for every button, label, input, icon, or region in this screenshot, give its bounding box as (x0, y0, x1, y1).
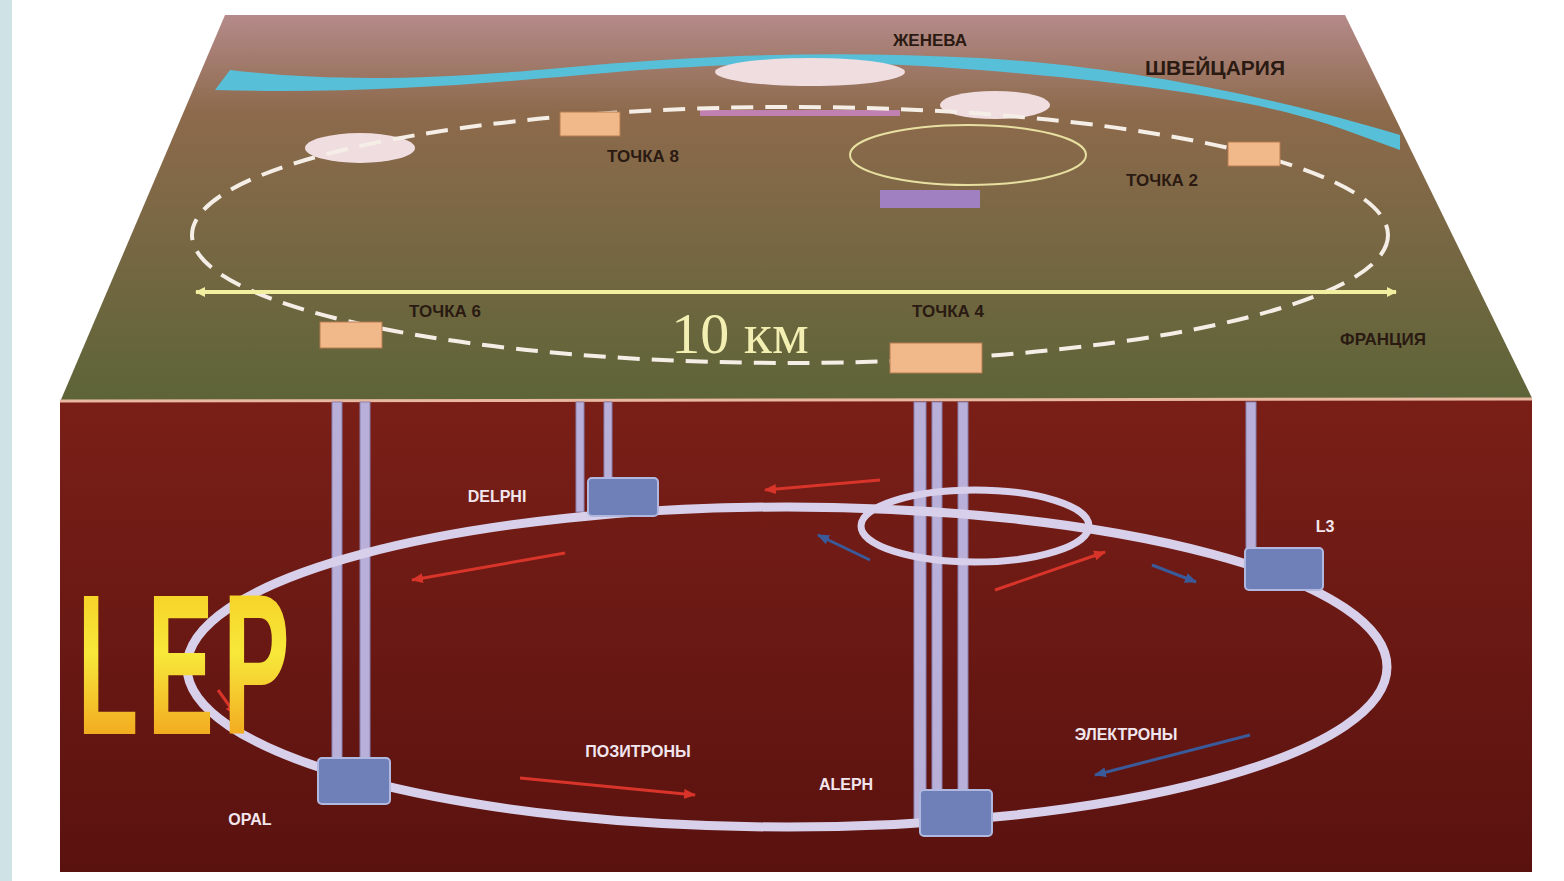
dimension-label: 10 км (671, 300, 808, 367)
particle-label: ЭЛЕКТРОНЫ (1075, 726, 1178, 744)
detector-label: DELPHI (468, 488, 527, 506)
country-name: ФРАНЦИЯ (1340, 330, 1426, 350)
point-label: ТОЧКА 2 (1126, 171, 1198, 191)
country-name: ШВЕЙЦАРИЯ (1145, 56, 1285, 80)
title-logo: LEP (77, 550, 298, 780)
place-name: ЖЕНЕВА (893, 31, 967, 51)
particle-label: ПОЗИТРОНЫ (585, 743, 690, 761)
detector-label: L3 (1316, 518, 1335, 536)
detector-label: OPAL (228, 811, 271, 829)
point-label: ТОЧКА 6 (409, 302, 481, 322)
point-label: ТОЧКА 8 (607, 147, 679, 167)
point-label: ТОЧКА 4 (912, 302, 984, 322)
detector-label: ALEPH (819, 776, 873, 794)
